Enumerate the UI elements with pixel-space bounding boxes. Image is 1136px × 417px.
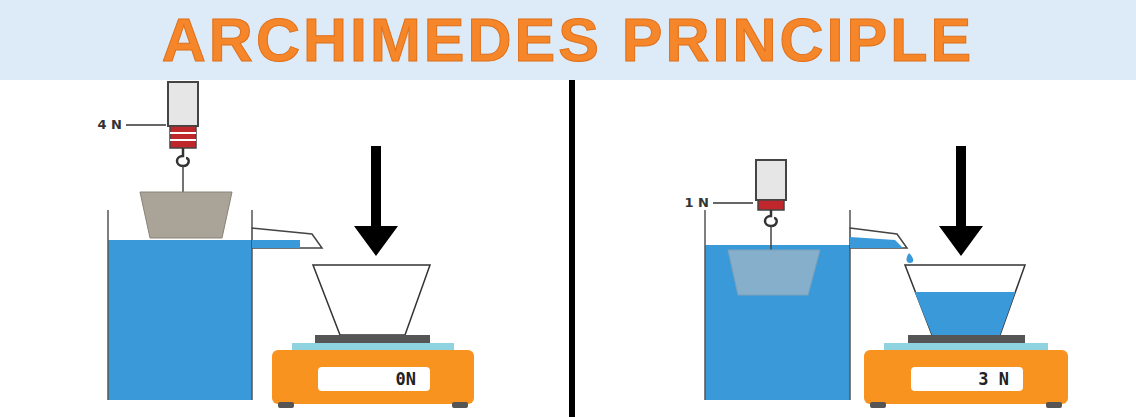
block: [728, 250, 820, 295]
scale-rim: [884, 343, 1048, 350]
spout: [850, 228, 907, 248]
scale-foot: [278, 402, 294, 408]
leader-line: [126, 124, 166, 126]
string: [770, 226, 772, 250]
title-band: [0, 0, 1136, 80]
scale-body: [864, 350, 1068, 404]
scale-foot: [452, 402, 468, 408]
right-panel: [705, 146, 1068, 408]
collected-water: [915, 292, 1016, 335]
spring-scale-band: [170, 126, 196, 148]
hook: [765, 210, 777, 226]
divider: [569, 80, 575, 417]
spout-water: [850, 237, 903, 248]
beaker: [705, 210, 850, 400]
scale-display: 3 N: [911, 367, 1023, 391]
hook: [177, 148, 189, 166]
display-reading: 0N: [326, 369, 416, 389]
spring-scale-band: [758, 200, 784, 210]
arrow: [939, 146, 983, 256]
display-reading: 3 N: [919, 369, 1009, 389]
reading-label: 4 N: [98, 117, 122, 133]
scale-body: [272, 350, 474, 404]
spring-scale: [756, 160, 786, 200]
reading-label: 1 N: [685, 195, 709, 211]
string: [182, 166, 184, 193]
spring-scale: [168, 82, 198, 126]
title: ARCHIMEDES PRINCIPLE: [0, 4, 1136, 76]
band-stripe: [170, 139, 196, 141]
scale-foot: [870, 402, 886, 408]
left-panel: [108, 82, 474, 408]
catch-cup: [313, 265, 430, 335]
leader-line: [713, 202, 753, 204]
band-stripe: [170, 132, 196, 134]
arrow: [354, 146, 398, 256]
scale-foot: [1046, 402, 1062, 408]
scale-plate: [315, 335, 430, 343]
scale-display: 0N: [318, 367, 430, 391]
catch-cup: [905, 265, 1025, 335]
scale-rim: [292, 343, 454, 350]
block: [140, 192, 232, 238]
scale-plate: [908, 335, 1025, 343]
spout: [252, 228, 322, 248]
water: [705, 245, 850, 400]
droplet: [906, 253, 913, 263]
water: [108, 240, 252, 400]
spout-water: [252, 240, 300, 248]
